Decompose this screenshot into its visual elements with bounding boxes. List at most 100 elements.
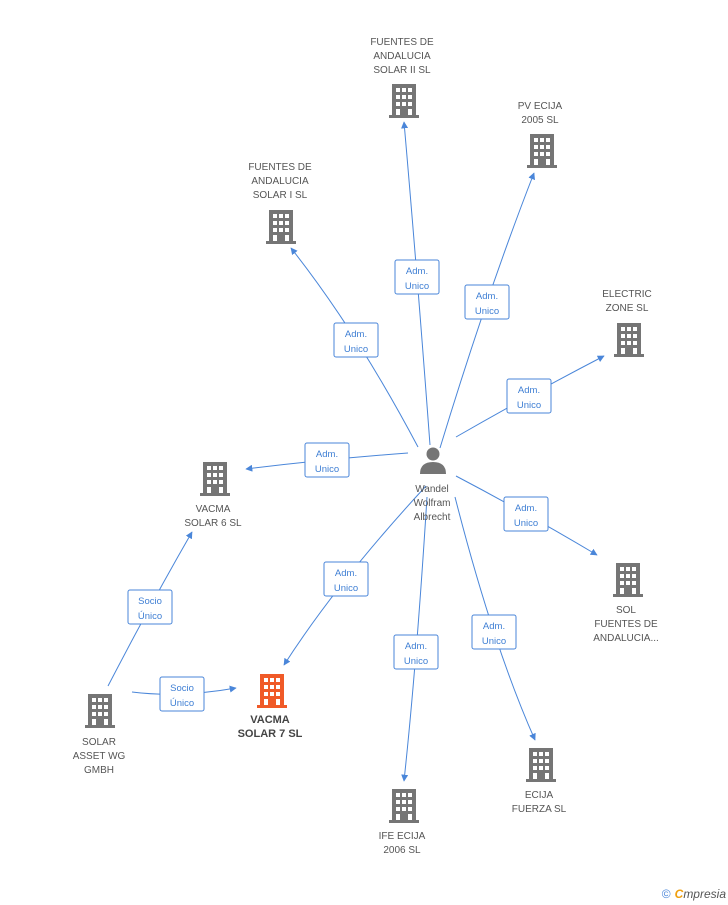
edge-person-electric: Adm. Unico [455,355,605,438]
edge-label-text: Unico [517,400,541,411]
company-name-line: SOLAR 6 SL [184,518,242,529]
building-icon [527,134,557,168]
edges-layer: Adm.UnicoAdm.UnicoAdm.UnicoAdm.UnicoAdm.… [107,121,605,782]
company-name-line: ANDALUCIA... [593,633,659,644]
company-node-ife[interactable]: IFE ECIJA 2006 SL [379,789,426,856]
brand-initial: C [674,887,684,901]
company-name-line: ASSET WG [73,751,126,762]
company-name-line: SOLAR II SL [373,65,431,76]
company-name-line: FUENTES DE [370,37,434,48]
edge-label-text: Adm. [518,385,540,396]
edge-label-text: Socio [138,596,162,607]
building-icon [613,563,643,597]
edge-label-text: Único [170,698,194,709]
company-name-line: 2006 SL [383,845,421,856]
edge-label-text: Unico [334,583,358,594]
company-name-line: FUENTES DE [594,619,658,630]
edge-label-text: Adm. [405,641,427,652]
company-node-electric[interactable]: ELECTRIC ZONE SL [602,289,652,357]
company-name-line: ELECTRIC [602,289,651,300]
edge-person-ife: Adm. Unico [393,496,439,782]
edge-label-box[interactable] [159,676,205,712]
company-name-line: 2005 SL [521,115,559,126]
company-node-sol[interactable]: SOL FUENTES DE ANDALUCIA... [593,563,659,644]
company-node-solar[interactable]: SOLAR ASSET WG GMBH [73,694,126,776]
edge-label-box[interactable] [393,634,439,670]
company-name-line: SOLAR 7 SL [238,728,303,740]
edge-label-text: Unico [514,518,538,529]
company-node-fuentes2[interactable]: FUENTES DE ANDALUCIA SOLAR II SL [370,37,434,118]
building-icon [85,694,115,728]
edge-label-text: Adm. [406,266,428,277]
person-name-line: Wandel [415,484,449,495]
building-icon [389,789,419,823]
company-node-ecija[interactable]: ECIJA FUERZA SL [512,748,567,815]
edge-person-ecija: Adm. Unico [454,496,536,741]
company-name-line: VACMA [196,504,231,515]
edge-label-box[interactable] [471,614,517,650]
edge-person-pvecija: Adm. Unico [439,172,535,449]
edge-label-text: Socio [170,683,194,694]
edge-label-box[interactable] [506,378,552,414]
edge-label-box[interactable] [503,496,549,532]
edge-label-text: Adm. [476,291,498,302]
edge-label-text: Unico [315,464,339,475]
edge-label-text: Adm. [335,568,357,579]
empresia-watermark: ©Cmpresia [662,887,726,901]
person-name-line: Albrecht [414,512,451,523]
company-name-line: VACMA [250,714,290,726]
edge-label-box[interactable] [394,259,440,295]
edge-label-text: Único [138,611,162,622]
building-icon [266,210,296,244]
company-node-vacma6[interactable]: VACMA SOLAR 6 SL [184,462,242,529]
building-icon [200,462,230,496]
edge-label-text: Adm. [316,449,338,460]
person-icon [420,447,446,474]
company-name-line: ZONE SL [606,303,649,314]
edge-label-text: Unico [344,344,368,355]
edge-label-box[interactable] [323,561,369,597]
edge-person-fuentes2: Adm. Unico [394,121,440,446]
edge-label-text: Unico [482,636,506,647]
company-name-line: ANDALUCIA [373,51,431,62]
company-name-line: IFE ECIJA [379,831,426,842]
copyright-icon: © [661,887,671,901]
company-name-line: ANDALUCIA [251,176,309,187]
edge-person-vacma6: Adm. Unico [245,442,409,478]
edge-label-text: Adm. [345,329,367,340]
brand-name: mpresia [683,887,726,901]
edge-label-box[interactable] [127,589,173,625]
company-name-line: PV ECIJA [518,101,563,112]
edge-label-text: Unico [405,281,429,292]
edge-label-text: Unico [404,656,428,667]
company-node-pvecija[interactable]: PV ECIJA 2005 SL [518,101,563,168]
company-name-line: SOL [616,605,636,616]
edge-label-text: Adm. [483,621,505,632]
building-icon [614,323,644,357]
edge-person-vacma7: Adm. Unico [283,485,427,666]
edge-label-text: Unico [475,306,499,317]
edge-label-box[interactable] [304,442,350,478]
building-icon [389,84,419,118]
edge-person-fuentes1: Adm. Unico [290,247,419,448]
company-name-line: SOLAR I SL [253,190,308,201]
edge-person-sol: Adm. Unico [455,475,598,556]
company-name-line: FUERZA SL [512,804,567,815]
company-node-fuentes1[interactable]: FUENTES DE ANDALUCIA SOLAR I SL [248,162,312,244]
company-name-line: SOLAR [82,737,116,748]
company-node-vacma7[interactable]: VACMA SOLAR 7 SL [238,674,303,740]
edge-label-text: Adm. [515,503,537,514]
company-name-line: ECIJA [525,790,554,801]
building-icon [257,674,287,708]
building-icon [526,748,556,782]
company-name-line: FUENTES DE [248,162,312,173]
edge-label-box[interactable] [333,322,379,358]
person-name-line: Wolfram [413,498,450,509]
edge-label-box[interactable] [464,284,510,320]
company-name-line: GMBH [84,765,114,776]
